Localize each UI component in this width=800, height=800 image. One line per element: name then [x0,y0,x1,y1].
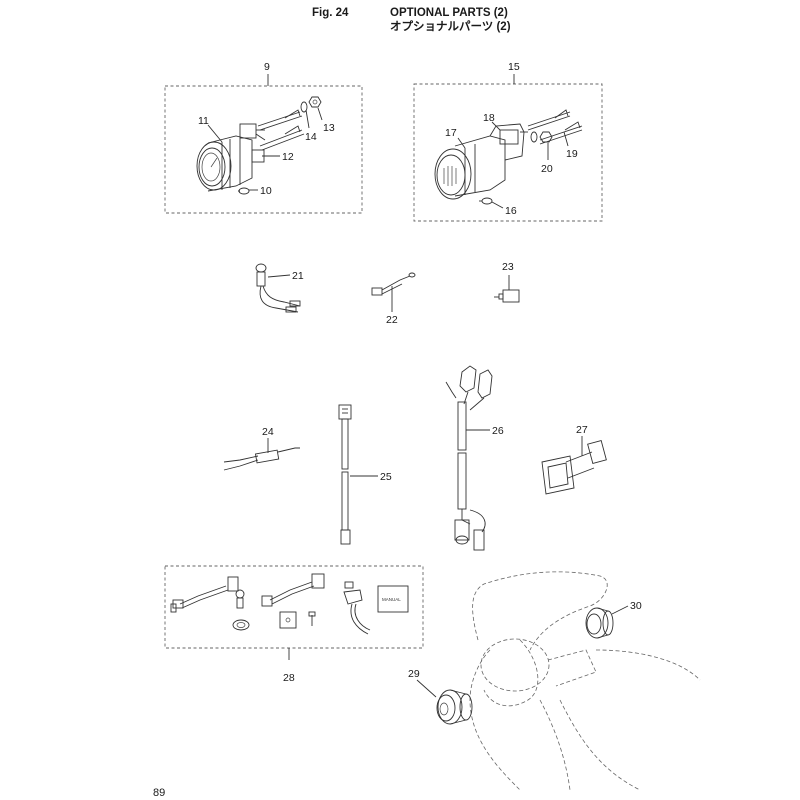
group-28-accessory-kit: MANUAL [164,565,424,660]
figure-number: Fig. 24 [312,7,349,19]
part-14-washer[interactable] [300,101,308,113]
callout-10: 10 [260,185,272,197]
part-10-bulb[interactable] [238,187,250,195]
callout-22: 22 [386,314,398,326]
callout-28: 28 [283,672,295,684]
callout-16: 16 [505,205,517,217]
page-number: 89 [153,787,166,799]
part-28-owners-manual[interactable]: MANUAL [377,585,409,613]
part-25-extension-harness[interactable] [338,404,378,545]
callout-24: 24 [262,426,274,438]
part-11-tachometer-gauge[interactable] [196,123,266,192]
part-28-bracket[interactable] [279,611,316,629]
part-27-connector-plate[interactable] [541,436,607,495]
part-29-thrust-spacer[interactable] [416,679,473,725]
callout-14: 14 [305,131,317,143]
group-15-trim-meter-kit [413,74,603,222]
page-title-japanese: オプショナルパーツ (2) [390,21,511,33]
part-22-sensor-lead[interactable] [371,272,416,312]
part-17-trim-meter-gauge[interactable] [434,135,506,200]
part-28-harness-a[interactable] [170,576,239,613]
part-18-meter-housing[interactable] [489,123,528,161]
callout-18: 18 [483,112,495,124]
page-title-english: OPTIONAL PARTS (2) [390,7,508,19]
callout-13: 13 [323,122,335,134]
part-13-nut[interactable] [308,96,322,108]
part-12-gauge-wiring[interactable] [251,109,305,163]
group-15-dashed-box [413,83,603,222]
callout-30: 30 [630,600,642,612]
part-20-nut-washer[interactable] [530,131,553,143]
part-23-sender-unit[interactable] [494,275,520,303]
callout-9: 9 [264,61,270,73]
callout-12: 12 [282,151,294,163]
callout-25: 25 [380,471,392,483]
group-9-dashed-box [164,85,363,214]
propeller-outline [469,571,701,791]
part-16-bulb[interactable] [479,197,493,205]
callout-11: 11 [198,115,209,127]
callout-21: 21 [292,270,304,282]
part-28-connector-hose[interactable] [343,581,371,635]
callout-27: 27 [576,424,588,436]
part-28-harness-b[interactable] [261,573,325,607]
callout-26: 26 [492,425,504,437]
manual-label: MANUAL [382,597,401,602]
group-28-dashed-box [164,565,424,649]
part-26-main-harness[interactable] [445,365,493,551]
part-24-wire-lead[interactable] [223,438,300,471]
callout-29: 29 [408,668,420,680]
group-9-tachometer-kit [164,74,363,214]
part-28-switch-knob[interactable] [232,589,250,631]
part-21-switch-harness[interactable] [255,263,301,313]
part-30-bushing[interactable] [585,605,629,639]
callout-20: 20 [541,163,553,175]
callout-23: 23 [502,261,514,273]
callout-19: 19 [566,148,578,160]
callout-15: 15 [508,61,520,73]
callout-17: 17 [445,127,457,139]
part-19-meter-wiring[interactable] [527,109,583,145]
